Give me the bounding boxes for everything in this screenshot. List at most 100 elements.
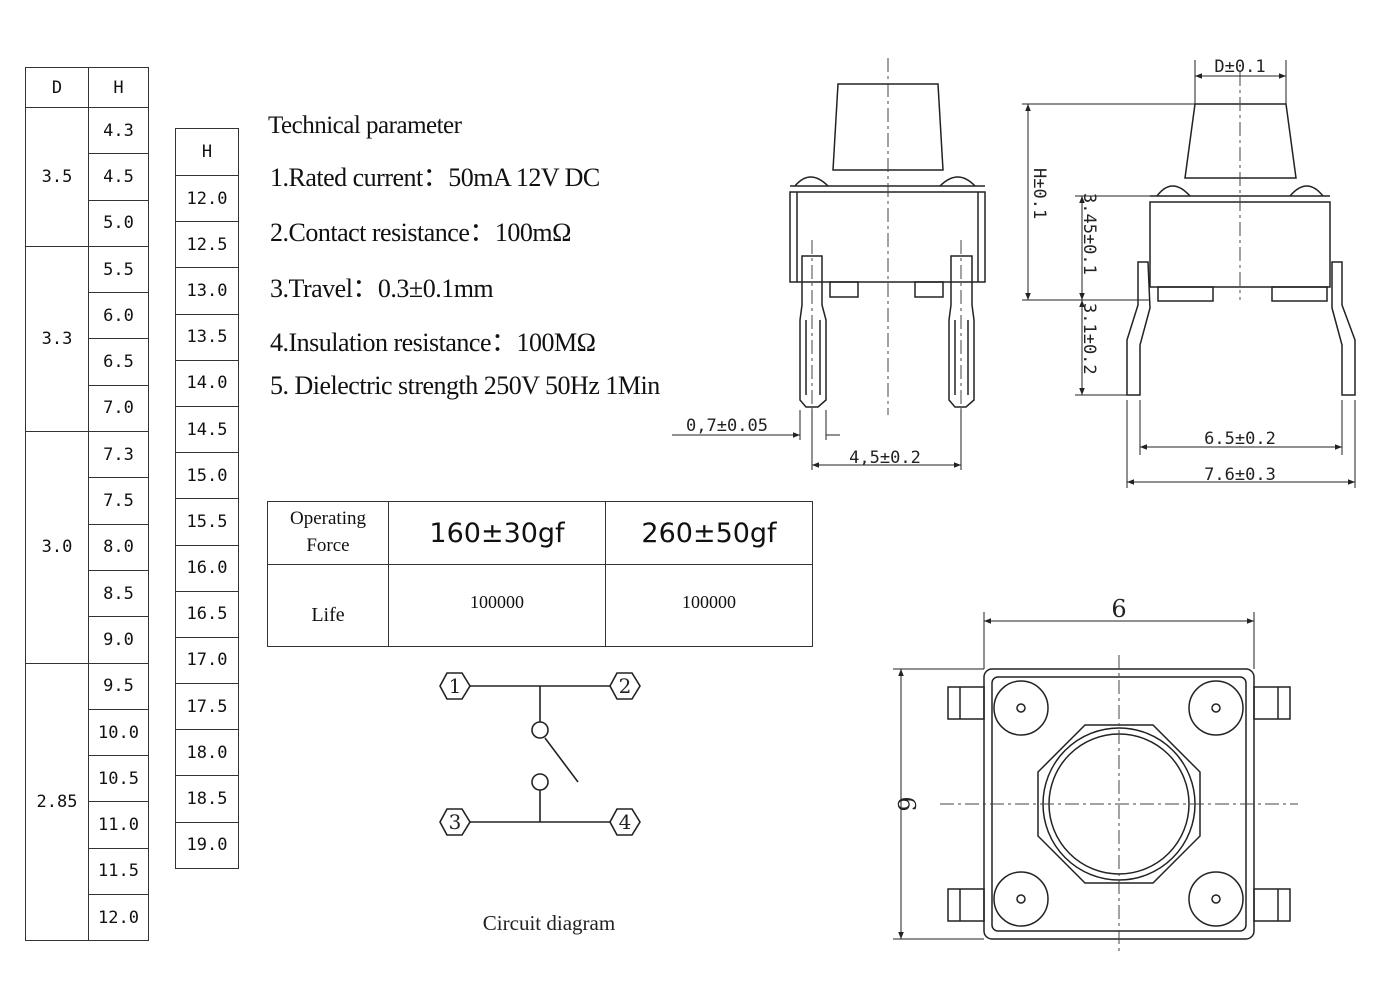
- h-table-value: 13.5: [175, 313, 239, 361]
- dh-row: 10.5: [26, 755, 149, 803]
- life-label: Life: [267, 564, 389, 647]
- pin-2-label: 2: [619, 674, 632, 698]
- h-table-row: 16.0: [175, 544, 239, 592]
- pin-3-label: 3: [449, 810, 462, 834]
- h-table-value: 14.5: [175, 405, 239, 454]
- dh-row: 7.0: [26, 384, 149, 433]
- dh-row: 8.5: [26, 569, 149, 618]
- h-table-value: 12.0: [175, 174, 239, 223]
- circuit-caption: Circuit diagram: [483, 911, 615, 935]
- lead-height-label: 3.1±0.2: [1079, 303, 1099, 375]
- operating-force-label: Operating Force: [267, 501, 389, 565]
- h-value: 6.0: [88, 292, 149, 340]
- d-value: 3.5: [25, 107, 89, 247]
- pin-4-marker: [609, 808, 641, 836]
- actuator-outline: [1037, 724, 1201, 884]
- dh-row: 4.5: [26, 153, 149, 201]
- pin-3-marker: [439, 808, 471, 836]
- h-table-value: 12.5: [175, 221, 239, 269]
- param-travel: 3.Travel：0.3±0.1mm: [270, 274, 494, 303]
- dh-row: 11.5: [26, 847, 149, 896]
- switch-contact-bottom: [531, 773, 549, 791]
- body-height-label: 3.45±0.1: [1079, 193, 1099, 275]
- h-value: 5.5: [88, 245, 149, 294]
- d-value: 2.85: [25, 662, 89, 942]
- h-table-row: 12.0: [175, 174, 239, 223]
- life-value-2: 100000: [605, 564, 813, 647]
- h-value: 9.0: [88, 616, 149, 664]
- h-table-value: 15.5: [175, 498, 239, 546]
- h-table-value: 16.0: [175, 544, 239, 592]
- pin-pitch-label: 4,5±0.2: [849, 448, 921, 468]
- technical-title: Technical parameter: [268, 112, 462, 139]
- dh-row: 9.0: [26, 616, 149, 664]
- h-value: 4.3: [88, 106, 149, 155]
- h-value: 4.5: [88, 153, 149, 201]
- h-table-value: 17.5: [175, 683, 239, 731]
- param-contact-resistance: 2.Contact resistance：100mΩ: [270, 218, 571, 247]
- h-value: 10.0: [88, 708, 149, 757]
- pin-2-marker: [609, 672, 641, 700]
- h-table-row: 19.0: [175, 821, 239, 869]
- h-value: 11.5: [88, 847, 149, 896]
- top-height-label: 6: [892, 796, 920, 811]
- life-value-1: 100000: [388, 564, 606, 647]
- h-table-value: 16.5: [175, 590, 239, 638]
- circuit-diagram: [439, 672, 641, 836]
- h-value: 8.5: [88, 569, 149, 618]
- h-value: 5.0: [88, 199, 149, 247]
- dh-row: 12.0: [26, 894, 149, 942]
- d-header: D: [25, 67, 89, 108]
- h-dimension-label: H±0.1: [1029, 168, 1049, 219]
- dh-row: 6.0: [26, 292, 149, 340]
- h-value: 8.0: [88, 523, 149, 571]
- h-table-row: 15.0: [175, 452, 239, 500]
- pin-4-label: 4: [619, 810, 632, 834]
- h-table-row: 17.0: [175, 636, 239, 685]
- h-table-value: 18.5: [175, 775, 239, 823]
- h-table-value: 13.0: [175, 267, 239, 315]
- corner-post-tr: [1188, 680, 1244, 736]
- h-table-value: 18.0: [175, 729, 239, 777]
- top-width-label: 6: [1111, 595, 1126, 623]
- h-table-value: 17.0: [175, 636, 239, 685]
- h-value: 9.5: [88, 662, 149, 710]
- lead-span-inner-label: 6.5±0.2: [1204, 429, 1276, 449]
- corner-post-bl: [993, 871, 1049, 927]
- lead-span-outer-label: 7.6±0.3: [1204, 465, 1276, 485]
- d-dimension-label: D±0.1: [1214, 57, 1265, 77]
- param-insulation-resistance: 4.Insulation resistance：100MΩ: [270, 328, 596, 357]
- side-view-drawing: [1126, 103, 1356, 396]
- h-value: 12.0: [88, 894, 149, 942]
- h-value: 7.0: [88, 384, 149, 433]
- force-value-160: 160±30gf: [388, 501, 606, 565]
- pin-1-label: 1: [449, 674, 462, 698]
- d-value: 3.3: [25, 245, 89, 433]
- h-value: 11.0: [88, 801, 149, 849]
- h-value: 6.5: [88, 338, 149, 386]
- param-rated-current: 1.Rated current：50mA 12V DC: [270, 163, 600, 192]
- corner-post-br: [1188, 871, 1244, 927]
- operating-force-label-line1: Operating: [290, 508, 366, 530]
- dh-row: 10.0: [26, 708, 149, 757]
- pin-1-marker: [439, 672, 471, 700]
- h-table-row: 15.5: [175, 498, 239, 546]
- h-value: 7.5: [88, 477, 149, 525]
- operating-force-table: Operating Force 160±30gf 260±50gf Life 1…: [267, 501, 813, 647]
- dh-row: 7.5: [26, 477, 149, 525]
- top-view-drawing: [947, 668, 1291, 940]
- h-table-value: 15.0: [175, 452, 239, 500]
- h-table-row: 13.5: [175, 313, 239, 361]
- h-table-row: 12.5: [175, 221, 239, 269]
- pin-width-label: 0,7±0.05: [686, 416, 768, 436]
- h-table-row: 14.5: [175, 405, 239, 454]
- h-table-row: 18.0: [175, 729, 239, 777]
- d-value: 3.0: [25, 431, 89, 664]
